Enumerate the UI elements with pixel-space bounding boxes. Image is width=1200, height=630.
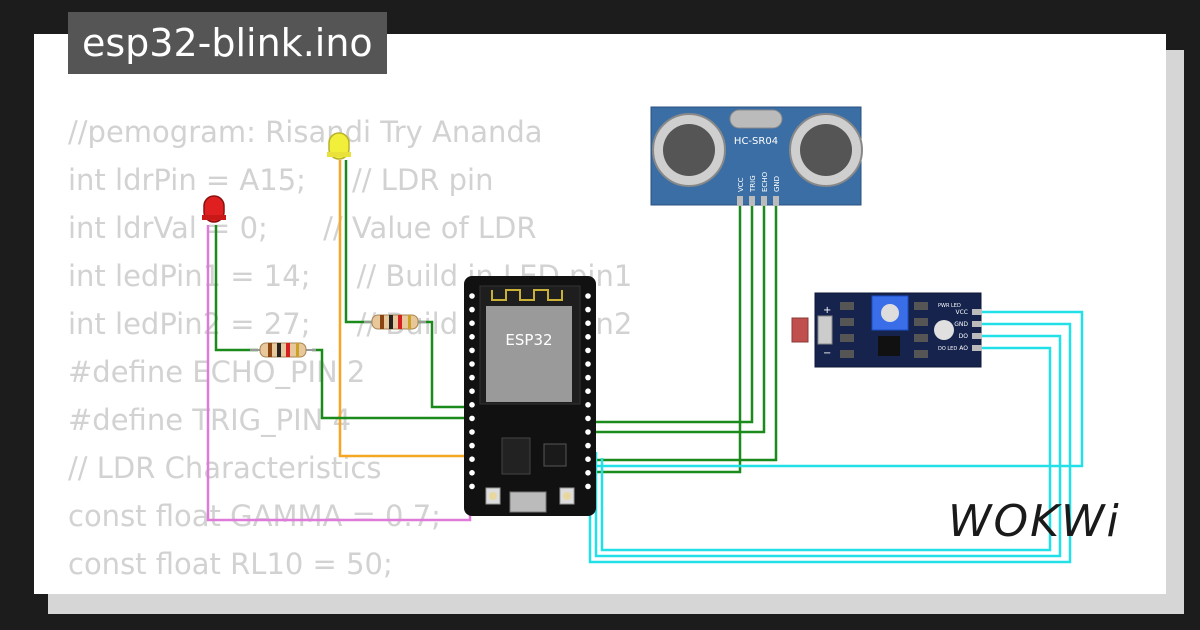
- esp32-pin[interactable]: [469, 470, 475, 476]
- code-line: const float RL10 = 50;: [68, 547, 393, 581]
- wire-ldr-ao: [600, 346, 1052, 552]
- wire-red-led-cathode: [214, 225, 258, 352]
- sr04-pin-label: TRIG: [749, 175, 757, 193]
- esp32-pin[interactable]: [585, 361, 591, 367]
- project-filename: esp32-blink.ino: [68, 12, 387, 74]
- esp32-pin[interactable]: [585, 429, 591, 435]
- esp32-pin[interactable]: [585, 374, 591, 381]
- ldr-pin-label: AO: [959, 345, 968, 352]
- esp32-pin[interactable]: [469, 293, 475, 299]
- esp32-pin[interactable]: [469, 388, 475, 395]
- esp32-pin[interactable]: [469, 306, 475, 313]
- esp32-pin[interactable]: [585, 293, 591, 299]
- esp32-pin[interactable]: [469, 320, 475, 327]
- esp32-pin[interactable]: [469, 429, 475, 435]
- sr04-pin-labels: VCC TRIG ECHO GND: [737, 171, 781, 206]
- ldr-pin-labels: VCC GND DO AO: [954, 309, 982, 352]
- ldr-minus-sign: −: [823, 348, 831, 359]
- esp32-pin[interactable]: [469, 402, 475, 408]
- ldr-pin[interactable]: [972, 309, 982, 315]
- sr04-pin[interactable]: [749, 196, 755, 206]
- wire-sr04-vcc: [590, 206, 742, 474]
- esp32-pin[interactable]: [469, 456, 475, 463]
- esp32-pin[interactable]: [469, 361, 475, 367]
- hc-sr04-sensor[interactable]: HC-SR04 VCC TRIG ECHO GND: [650, 106, 863, 206]
- esp32-pin-headers: [469, 293, 591, 490]
- wire-yellow-led-anode: [338, 160, 470, 458]
- resistor-1[interactable]: [250, 342, 316, 358]
- code-line: //pemogram: Risandi Try Ananda: [68, 115, 543, 149]
- wire-sr04-gnd: [590, 206, 778, 462]
- esp32-pin[interactable]: [469, 442, 475, 449]
- sr04-pin-label: GND: [773, 176, 781, 192]
- wire-yellow-led-cathode: [344, 160, 372, 324]
- esp32-pin[interactable]: [469, 334, 475, 340]
- wire-resistor2-gpio: [418, 320, 470, 409]
- esp32-pin[interactable]: [469, 483, 475, 490]
- esp32-pin[interactable]: [585, 388, 591, 395]
- esp32-pin[interactable]: [469, 415, 475, 422]
- do-led-label: DO LED: [938, 346, 957, 352]
- code-line: const float GAMMA = 0.7;: [68, 499, 441, 533]
- esp32-label: ESP32: [505, 331, 552, 349]
- sr04-pin-label: ECHO: [761, 171, 769, 192]
- ldr-pin-label: GND: [954, 321, 968, 328]
- yellow-led[interactable]: [327, 132, 351, 160]
- code-line: #define ECHO_PIN 2: [68, 355, 366, 389]
- wire-ldr-gnd: [588, 322, 1072, 564]
- resistor-2[interactable]: [364, 314, 426, 330]
- wokwi-logo: WOKWi: [948, 496, 1121, 547]
- ldr-pin[interactable]: [972, 345, 982, 351]
- sr04-pin[interactable]: [773, 196, 779, 206]
- wire-resistor1-gpio: [312, 348, 470, 420]
- esp32-pin[interactable]: [469, 374, 475, 381]
- ldr-pin[interactable]: [972, 333, 982, 339]
- code-background: //pemogram: Risandi Try Ananda int ldrPin…: [68, 108, 632, 588]
- wire-ldr-vcc: [590, 310, 1084, 468]
- ldr-plus-sign: +: [823, 305, 831, 316]
- wire-sr04-trig: [590, 206, 754, 424]
- code-line: int ldrPin = A15; // LDR pin: [68, 163, 494, 197]
- esp32-pin[interactable]: [585, 442, 591, 449]
- sr04-pin-label: VCC: [737, 177, 745, 192]
- esp32-pin[interactable]: [585, 483, 591, 490]
- esp32-pin[interactable]: [585, 402, 591, 408]
- wire-sr04-echo: [590, 206, 766, 434]
- esp32-board[interactable]: ESP32: [464, 276, 596, 516]
- sr04-label: HC-SR04: [734, 136, 778, 147]
- ldr-pin-label: VCC: [956, 309, 968, 316]
- esp32-pin[interactable]: [585, 347, 591, 354]
- wire-ldr-do: [594, 334, 1062, 558]
- ldr-pin-label: DO: [959, 333, 969, 340]
- sr04-pin[interactable]: [737, 196, 743, 206]
- esp32-pin[interactable]: [585, 470, 591, 476]
- esp32-pin[interactable]: [585, 306, 591, 313]
- pwr-led-label: PWR LED: [938, 303, 961, 309]
- esp32-pin[interactable]: [585, 320, 591, 327]
- code-line: #define TRIG_PIN 4: [68, 403, 352, 437]
- ldr-sensor-module[interactable]: + − PWR LED DO LED VCC GND DO AO: [791, 292, 982, 368]
- esp32-pin[interactable]: [585, 415, 591, 422]
- red-led[interactable]: [202, 195, 226, 223]
- esp32-pin[interactable]: [469, 347, 475, 354]
- esp32-pin[interactable]: [585, 334, 591, 340]
- ldr-pin[interactable]: [972, 321, 982, 327]
- esp32-pin[interactable]: [585, 456, 591, 463]
- sr04-pin[interactable]: [761, 196, 767, 206]
